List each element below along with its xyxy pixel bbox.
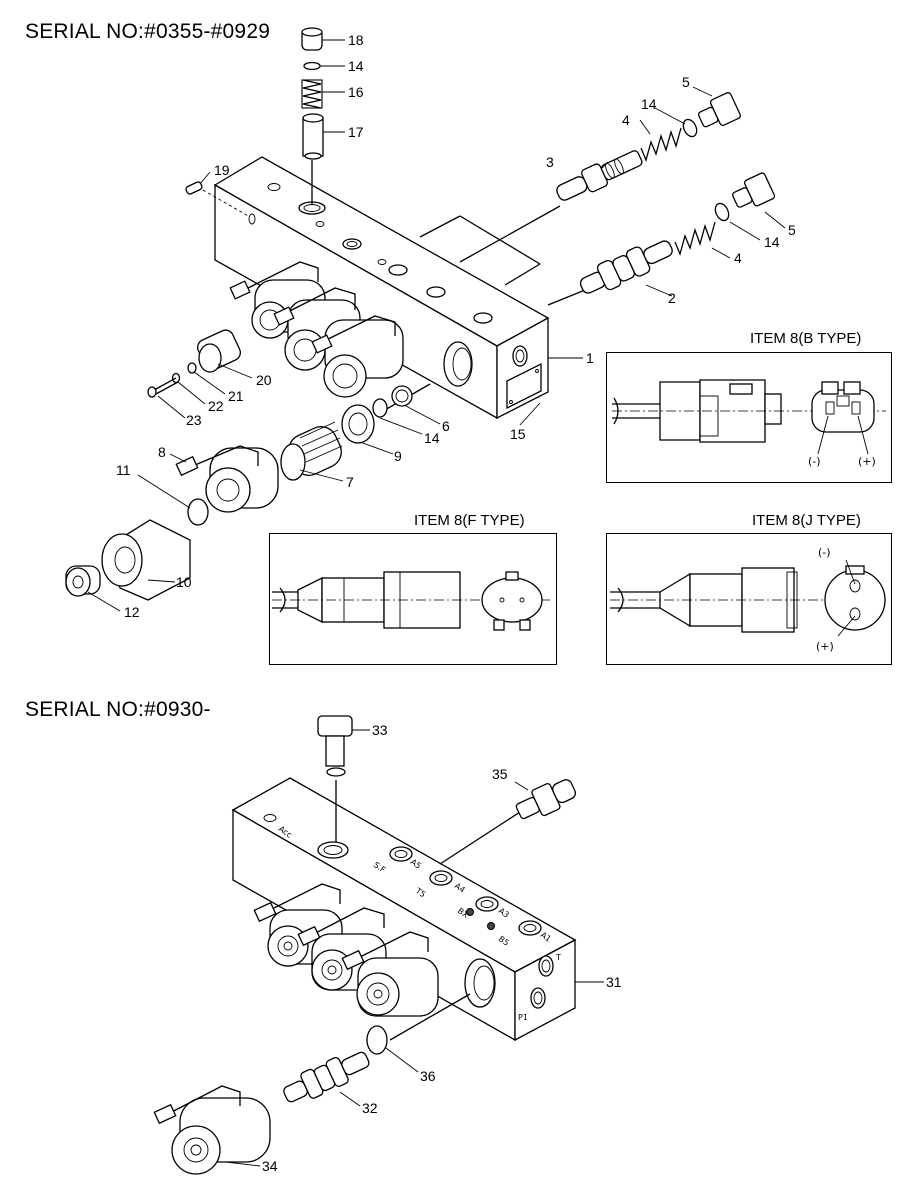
callout-22: 22 [208, 398, 224, 414]
b-type-pos-label: (+) [858, 455, 876, 468]
callout-16: 16 [348, 84, 364, 100]
serial-heading-top: SERIAL NO:#0355-#0929 [25, 20, 271, 43]
callout-34: 34 [262, 1158, 278, 1174]
callout-18: 18 [348, 32, 364, 48]
callout-20: 20 [256, 372, 272, 388]
inset-f-type-box [269, 533, 557, 665]
solenoid-explode-top [65, 181, 431, 601]
callout-6: 6 [442, 418, 450, 434]
callout-14-a: 14 [348, 58, 364, 74]
bottom-explode-parts [153, 715, 576, 1175]
callout-14-c: 14 [764, 234, 780, 250]
callout-5-a: 5 [682, 74, 690, 90]
valve-body-top [202, 156, 550, 420]
callout-7: 7 [346, 474, 354, 490]
serial-heading-bottom: SERIAL NO:#0930- [25, 698, 211, 721]
j-type-pos-label: (+) [816, 640, 834, 653]
callout-5-b: 5 [788, 222, 796, 238]
callout-23: 23 [186, 412, 202, 428]
inset-f-type-title: ITEM 8(F TYPE) [414, 512, 525, 529]
leader-lines-bottom [225, 729, 604, 1167]
callout-33: 33 [372, 722, 388, 738]
callout-4-a: 4 [622, 112, 630, 128]
callout-31: 31 [606, 974, 622, 990]
inset-b-type-title: ITEM 8(B TYPE) [750, 330, 862, 347]
callout-11: 11 [116, 462, 131, 478]
solenoid-stack-bottom [253, 883, 439, 1017]
callout-21: 21 [228, 388, 244, 404]
port-label-p1: P1 [518, 1013, 528, 1022]
inset-j-type-box [606, 533, 892, 665]
callout-8: 8 [158, 444, 166, 460]
j-type-neg-label: (-) [818, 546, 831, 559]
inset-b-type-box [606, 352, 892, 483]
callout-36: 36 [420, 1068, 436, 1084]
valve-body-bottom [231, 777, 577, 1042]
callout-35: 35 [492, 766, 508, 782]
callout-9: 9 [394, 448, 402, 464]
spool-group-top [459, 92, 776, 306]
b-type-neg-label: (-) [808, 455, 821, 468]
solenoid-stack-top [229, 261, 404, 398]
b-type-connector-drawing [612, 379, 886, 455]
callout-32: 32 [362, 1100, 378, 1116]
callout-3: 3 [546, 154, 554, 170]
callout-12: 12 [124, 604, 140, 620]
callout-10: 10 [176, 574, 192, 590]
f-type-connector-drawing [272, 571, 550, 631]
callout-19: 19 [214, 162, 230, 178]
port-label-t: T [555, 953, 561, 962]
inset-j-type-title: ITEM 8(J TYPE) [752, 512, 861, 529]
callout-15: 15 [510, 426, 526, 442]
plug-stack-top [301, 27, 324, 204]
callout-14-d: 14 [424, 430, 440, 446]
callout-2: 2 [668, 290, 676, 306]
callout-1: 1 [586, 350, 594, 366]
callout-14-b: 14 [641, 96, 657, 112]
callout-4-b: 4 [734, 250, 742, 266]
callout-17: 17 [348, 124, 364, 140]
leader-lines-top [87, 39, 786, 612]
j-type-connector-drawing [610, 559, 886, 637]
